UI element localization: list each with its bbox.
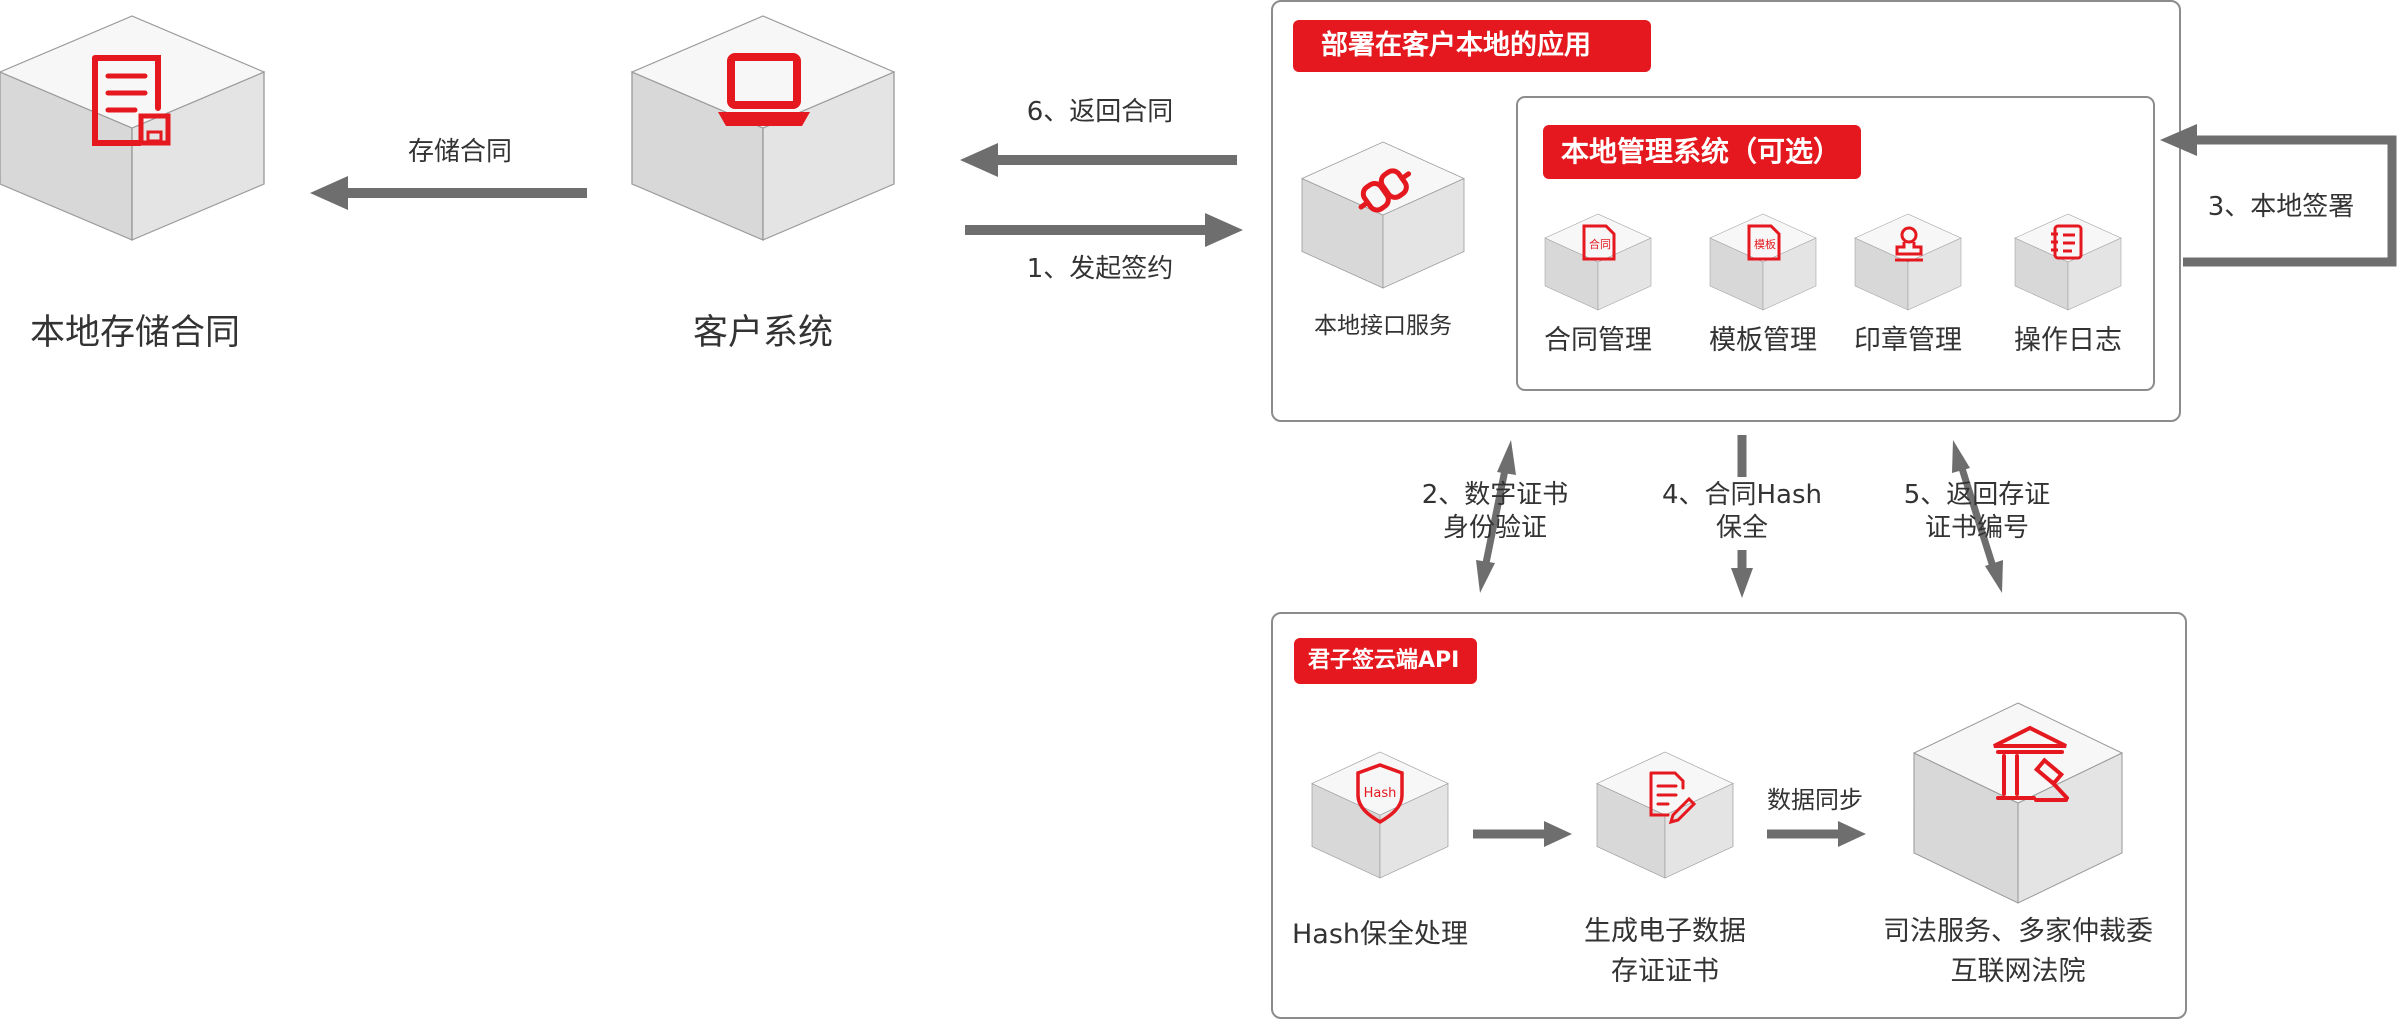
laptop-icon	[718, 53, 810, 126]
document-save-icon	[92, 55, 171, 146]
hash-preserve-line1: 4、合同Hash	[1661, 480, 1823, 510]
hash-icon-text: Hash	[1363, 786, 1397, 801]
seal-stamp-icon	[1895, 226, 1923, 262]
local-sign-label: 3、本地签署	[2207, 192, 2355, 222]
cert-verify-line1: 2、数字证书	[1421, 480, 1569, 510]
return-contract-label: 6、返回合同	[1026, 97, 1174, 127]
data-sync-label: 数据同步	[1767, 786, 1863, 814]
cloud-box	[1271, 612, 2187, 1019]
interface-cube	[1301, 141, 1465, 289]
template-mgmt-cube	[1709, 213, 1817, 311]
client-cube	[631, 15, 895, 241]
court-gavel-icon	[1993, 725, 2069, 802]
cert-verify-line2: 身份验证	[1442, 513, 1547, 543]
arrow-return-cert	[1956, 460, 1998, 572]
template-doc-icon	[1747, 224, 1781, 261]
cert-gen-line2: 存证证书	[1611, 956, 1719, 987]
local-deploy-title: 部署在客户本地的应用	[1293, 20, 1651, 72]
seal-mgmt-label: 印章管理	[1854, 325, 1962, 356]
local-mgmt-box	[1516, 96, 2155, 391]
court-line1: 司法服务、多家仲裁委	[1883, 916, 2153, 947]
cloud-title: 君子签云端API	[1294, 638, 1477, 684]
hash-process-label: Hash保全处理	[1291, 919, 1469, 950]
return-cert-label: 5、返回存证 证书编号	[1875, 479, 2079, 545]
court-line2: 互联网法院	[1950, 956, 2086, 987]
local-deploy-box	[1271, 0, 2181, 422]
storage-label: 本地存储合同	[29, 313, 240, 353]
cert-gen-label: 生成电子数据 存证证书	[1555, 912, 1775, 992]
hash-preserve-line2: 保全	[1715, 513, 1768, 543]
return-cert-line1: 5、返回存证	[1903, 480, 2051, 510]
template-icon-text: 模板	[1754, 238, 1776, 251]
interface-label: 本地接口服务	[1314, 313, 1452, 339]
hash-shield-icon	[1356, 763, 1404, 825]
contract-mgmt-cube	[1544, 213, 1652, 311]
hash-preserve-label: 4、合同Hash 保全	[1640, 479, 1844, 545]
log-label: 操作日志	[2014, 325, 2122, 356]
storage-cube	[0, 15, 265, 241]
return-cert-line2: 证书编号	[1924, 513, 2029, 543]
template-mgmt-label: 模板管理	[1709, 325, 1817, 356]
contract-icon-text: 合同	[1589, 238, 1611, 251]
contract-mgmt-label: 合同管理	[1544, 325, 1652, 356]
arrow-local-sign	[2183, 135, 2397, 267]
log-cube	[2014, 213, 2122, 311]
initiate-sign-label: 1、发起签约	[1026, 254, 1174, 284]
local-mgmt-title: 本地管理系统（可选）	[1543, 125, 1861, 179]
flow-arrows	[310, 124, 2397, 847]
contract-doc-icon	[1582, 224, 1616, 261]
edit-document-icon	[1649, 771, 1697, 825]
plug-icon	[1358, 168, 1412, 213]
store-contract-label: 存储合同	[407, 137, 512, 167]
court-label: 司法服务、多家仲裁委 互联网法院	[1878, 912, 2158, 992]
hash-cube	[1311, 751, 1449, 879]
cert-verify-label: 2、数字证书 身份验证	[1395, 479, 1595, 545]
client-label: 客户系统	[692, 313, 833, 353]
cert-gen-line1: 生成电子数据	[1584, 916, 1746, 947]
log-notebook-icon	[2051, 224, 2083, 260]
